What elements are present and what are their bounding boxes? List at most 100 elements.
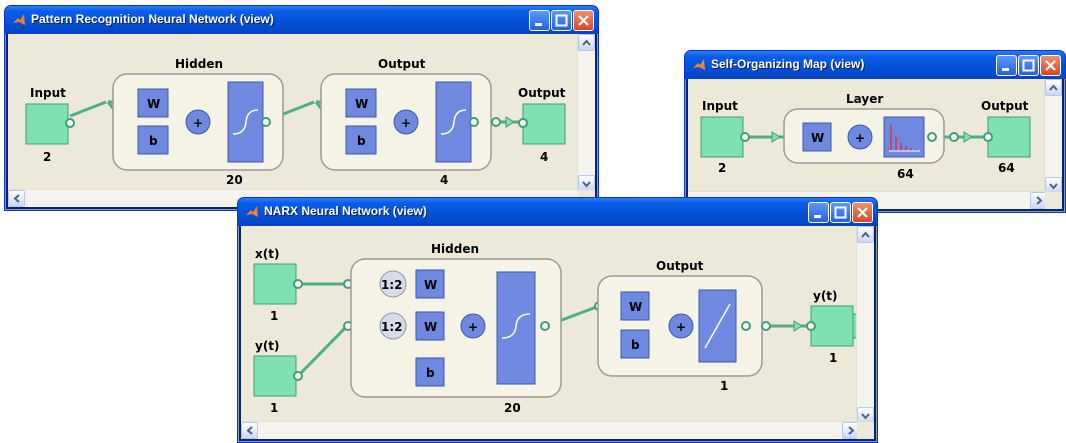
x-input-node	[253, 263, 297, 305]
sum-node	[393, 109, 419, 135]
output-layer-label: Output	[378, 57, 426, 71]
y-output-node	[810, 305, 854, 347]
matlab-icon	[13, 14, 25, 25]
scroll-left-arrow[interactable]	[241, 422, 258, 439]
weight-label: W	[629, 300, 642, 314]
sum-label: +	[855, 131, 865, 145]
weight-label: W	[355, 97, 368, 111]
bias-block	[620, 329, 650, 359]
output-layer-label: Output	[656, 259, 704, 273]
input-size: 2	[43, 150, 51, 164]
output-size: 4	[540, 150, 548, 164]
weight-label: W	[424, 320, 437, 334]
tapped-delay-line	[379, 312, 407, 340]
window-title: Self-Organizing Map (view)	[711, 57, 865, 71]
x-input-size: 1	[270, 309, 278, 323]
diagram-area: Input 2 Hidden 20 W b + Output 4 W b +	[8, 34, 595, 207]
tapped-delay-line	[379, 270, 407, 298]
weight-label: W	[424, 278, 437, 292]
diagram-area: x(t) 1 y(t) 1 Hidden 20 1:2 1:2 W W b +	[241, 226, 874, 439]
weight-block	[345, 88, 377, 118]
sum-label: +	[468, 320, 478, 334]
close-button[interactable]	[852, 202, 873, 223]
input-node	[700, 116, 744, 158]
matlab-icon	[246, 206, 258, 217]
network-diagram: Input 2 Layer 64 W + Output 64	[700, 92, 1031, 181]
vertical-scrollbar[interactable]	[856, 226, 874, 424]
vertical-scrollbar[interactable]	[577, 34, 595, 192]
y-output-size: 1	[829, 351, 837, 365]
matlab-icon	[693, 59, 705, 70]
title-bar[interactable]: Self-Organizing Map (view)	[685, 51, 1065, 79]
maximize-button[interactable]	[1018, 55, 1039, 76]
hidden-layer-label: Hidden	[431, 242, 479, 256]
network-diagram: Input 2 Hidden 20 W b + Output 4 W b +	[25, 57, 566, 187]
scroll-corner	[857, 422, 874, 439]
output-node	[522, 103, 566, 145]
scroll-left-arrow[interactable]	[8, 190, 25, 207]
scroll-up-arrow[interactable]	[857, 226, 874, 243]
title-bar[interactable]: NARX Neural Network (view)	[238, 198, 877, 226]
minimize-button[interactable]	[529, 10, 550, 31]
weight-label: W	[147, 97, 160, 111]
output-node	[987, 116, 1031, 158]
sum-node	[460, 313, 486, 339]
maximize-button[interactable]	[830, 202, 851, 223]
window-title: Pattern Recognition Neural Network (view…	[31, 12, 274, 26]
output-layer-size: 4	[440, 173, 448, 187]
layer-size: 64	[897, 167, 914, 181]
weight-block	[415, 311, 445, 341]
sum-node	[185, 109, 211, 135]
self-organizing-map-window: Self-Organizing Map (view) Input 2 Layer…	[684, 50, 1066, 213]
bias-block	[345, 125, 377, 155]
minimize-button[interactable]	[808, 202, 829, 223]
y-input-size: 1	[270, 401, 278, 415]
window-title: NARX Neural Network (view)	[264, 204, 427, 218]
minimize-button[interactable]	[996, 55, 1017, 76]
input-label: Input	[702, 99, 738, 113]
input-size: 2	[718, 161, 726, 175]
output-layer-size: 1	[720, 379, 728, 393]
y-input-label: y(t)	[255, 339, 280, 353]
bias-label: b	[426, 366, 435, 380]
scroll-down-arrow[interactable]	[578, 175, 595, 192]
hidden-layer-size: 20	[226, 173, 243, 187]
close-button[interactable]	[1040, 55, 1061, 76]
bias-block	[137, 125, 169, 155]
scroll-up-arrow[interactable]	[578, 34, 595, 51]
delay-label: 1:2	[381, 320, 403, 334]
bias-label: b	[357, 134, 366, 148]
weight-block	[620, 291, 650, 321]
hidden-layer-label: Hidden	[175, 57, 223, 71]
vertical-scrollbar[interactable]	[1044, 79, 1062, 194]
diagram-area: Input 2 Layer 64 W + Output 64	[688, 79, 1062, 209]
scroll-up-arrow[interactable]	[1045, 79, 1062, 96]
narx-window: NARX Neural Network (view) x(t) 1 y(t) 1	[237, 197, 878, 443]
output-label: Output	[518, 86, 566, 100]
sum-node	[668, 313, 694, 339]
sum-node	[847, 124, 873, 150]
title-bar[interactable]: Pattern Recognition Neural Network (view…	[5, 6, 598, 34]
pattern-recognition-window: Pattern Recognition Neural Network (view…	[4, 5, 599, 211]
delay-label: 1:2	[381, 278, 403, 292]
maximize-button[interactable]	[551, 10, 572, 31]
sum-label: +	[676, 320, 686, 334]
close-button[interactable]	[573, 10, 594, 31]
output-size: 64	[998, 161, 1015, 175]
weight-block	[802, 122, 832, 152]
hidden-layer-size: 20	[504, 401, 521, 415]
bias-block	[415, 357, 445, 387]
input-label: Input	[30, 86, 66, 100]
sum-label: +	[401, 116, 411, 130]
network-diagram: x(t) 1 y(t) 1 Hidden 20 1:2 1:2 W W b +	[253, 242, 859, 415]
y-input-node	[253, 355, 297, 397]
input-node	[25, 103, 69, 145]
scroll-corner	[1045, 192, 1062, 209]
x-input-label: x(t)	[255, 247, 279, 261]
weight-block	[137, 88, 169, 118]
sum-label: +	[193, 116, 203, 130]
weight-label: W	[811, 131, 824, 145]
layer-label: Layer	[846, 92, 883, 106]
horizontal-scrollbar[interactable]	[241, 421, 859, 439]
bias-label: b	[631, 338, 640, 352]
